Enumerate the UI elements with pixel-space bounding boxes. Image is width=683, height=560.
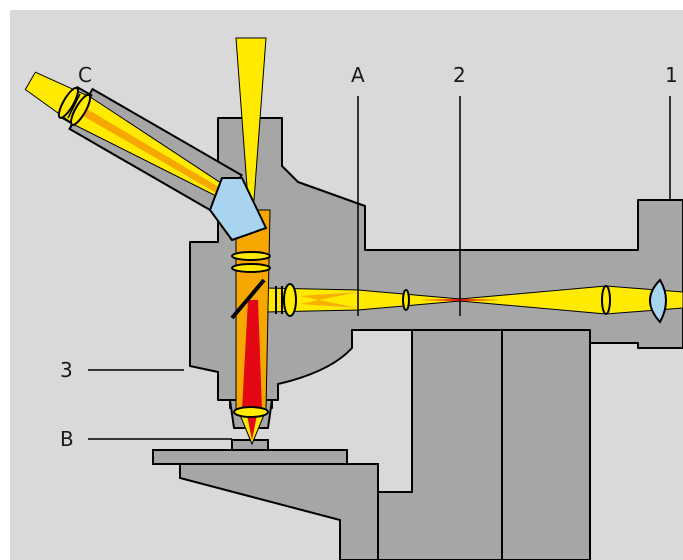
optical-elements [57, 86, 667, 418]
collector-lens [649, 278, 667, 324]
leader-lines [67, 93, 671, 440]
stand-housing [152, 329, 591, 560]
prism [208, 177, 268, 242]
label-a: A [351, 63, 365, 87]
label-1: 1 [665, 63, 678, 87]
beam-splitter [230, 278, 266, 320]
label-b: B [60, 427, 74, 451]
label-2: 2 [453, 63, 466, 87]
label-3: 3 [60, 358, 73, 382]
label-c: C [78, 63, 92, 87]
